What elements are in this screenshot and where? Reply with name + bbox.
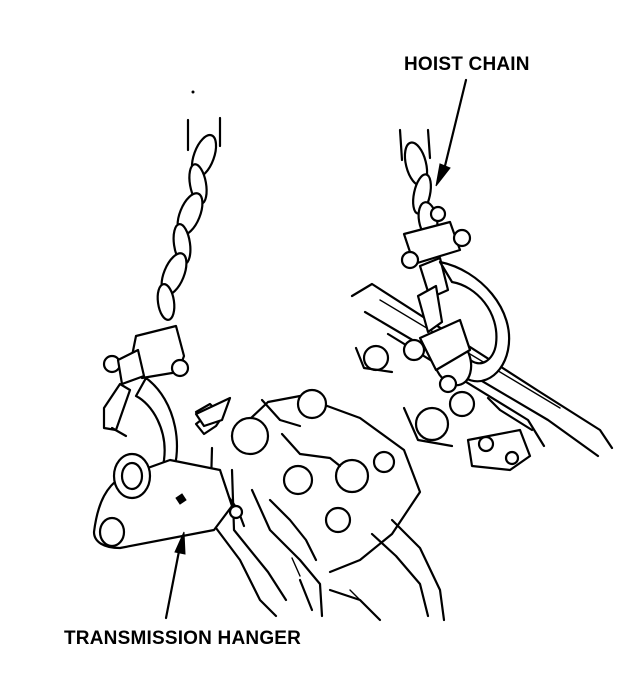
left-hoist-chain (156, 116, 222, 321)
engine-block (194, 282, 614, 622)
hoist-chain-arrow (435, 78, 468, 187)
right-hook (400, 205, 511, 394)
transmission-hanger-arrow (164, 531, 186, 620)
right-hoist-chain (398, 128, 439, 239)
transmission-hanger (92, 396, 234, 550)
transmission-hanger-label: TRANSMISSION HANGER (64, 628, 302, 649)
hoist-chain-label: HOIST CHAIN (404, 54, 530, 75)
